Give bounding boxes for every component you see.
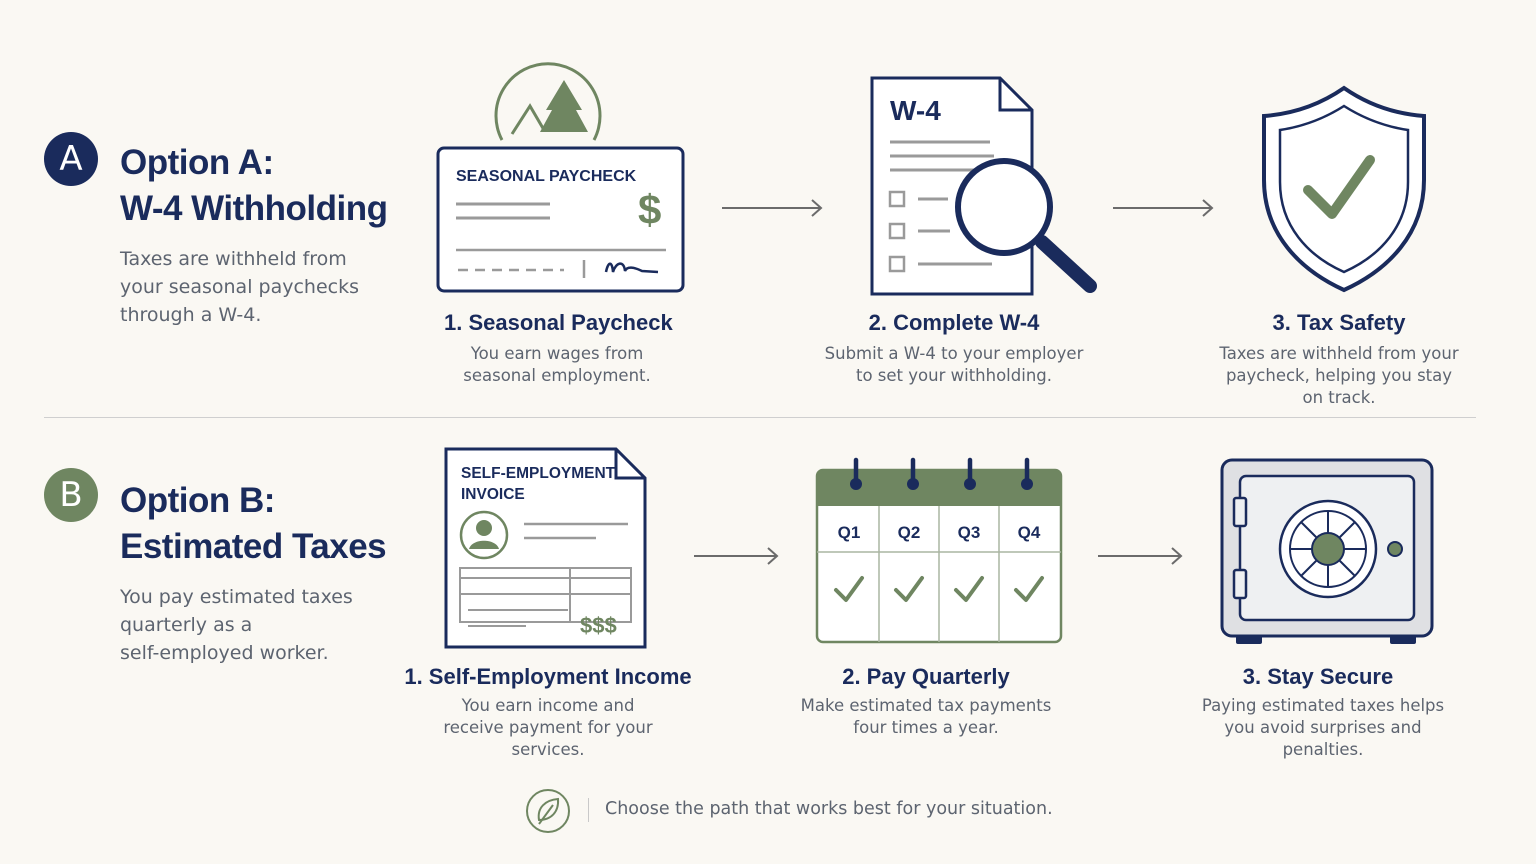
b-step3-description: Paying estimated taxes helps you avoid s… <box>1196 695 1450 761</box>
option-b-description: You pay estimated taxes quarterly as a s… <box>120 583 380 667</box>
a-step2-desc-line2: to set your withholding. <box>856 366 1052 385</box>
arrow-a2-icon <box>1113 199 1214 217</box>
a-step3-desc-line3: on track. <box>1302 388 1376 407</box>
paycheck-card-label: SEASONAL PAYCHECK <box>456 168 637 185</box>
invoice-label-line2: INVOICE <box>461 486 525 503</box>
option-b-badge: B <box>44 468 98 522</box>
leaf-icon <box>526 789 570 833</box>
option-b-desc-line1: You pay estimated taxes <box>120 586 353 608</box>
paycheck-dollar-symbol: $ <box>638 186 661 233</box>
b-step2-title: 2. Pay Quarterly <box>842 664 1010 689</box>
footer-separator <box>588 798 589 822</box>
arrow-b1-icon <box>694 547 779 565</box>
w4-magnifier-icon: W-4 <box>870 76 1097 296</box>
b-step3-desc-line1: Paying estimated taxes helps <box>1201 696 1445 715</box>
calendar-icon: Q1 Q2 Q3 Q4 <box>815 457 1063 644</box>
quarter-q4-label: Q4 <box>1018 523 1041 542</box>
quarter-q1-label: Q1 <box>838 523 861 542</box>
option-a-desc-line3: through a W-4. <box>120 304 262 326</box>
section-divider <box>44 417 1476 418</box>
option-b-desc-line3: self-employed worker. <box>120 642 329 664</box>
b-step1-desc-line1: You earn income and <box>461 696 635 715</box>
b-step1-title: 1. Self-Employment Income <box>404 664 692 689</box>
b-step2-desc-line1: Make estimated tax payments <box>800 696 1052 715</box>
option-a-desc-line1: Taxes are withheld from <box>120 248 347 270</box>
invoice-amount: $$$ <box>580 613 617 638</box>
a-step2-description: Submit a W-4 to your employer to set you… <box>816 343 1092 387</box>
shield-check-icon <box>1262 85 1426 293</box>
safe-icon <box>1220 458 1434 644</box>
a-step2-title: 2. Complete W-4 <box>868 310 1040 335</box>
option-a-desc-line2: your seasonal paychecks <box>120 276 359 298</box>
b-step2-desc-line2: four times a year. <box>853 718 999 737</box>
a-step1-title: 1. Seasonal Paycheck <box>444 310 673 335</box>
arrow-b2-icon <box>1098 547 1183 565</box>
option-a-title-line2: W-4 Withholding <box>120 189 388 228</box>
invoice-icon: SELF-EMPLOYMENT INVOICE $$$ <box>444 447 647 649</box>
a-step3-desc-line2: paycheck, helping you stay <box>1225 366 1453 385</box>
a-step3-title: 3. Tax Safety <box>1272 310 1406 335</box>
b-step3-desc-line2: you avoid surprises and <box>1224 718 1422 737</box>
option-b-title-line2: Estimated Taxes <box>120 527 387 566</box>
option-b-desc-line2: quarterly as a <box>120 614 253 636</box>
option-a-title-line1: Option A: <box>120 143 274 182</box>
b-step2-description: Make estimated tax payments four times a… <box>790 695 1062 739</box>
invoice-label-line1: SELF-EMPLOYMENT <box>461 465 616 482</box>
b-step1-desc-line2: receive payment for your <box>443 718 653 737</box>
quarter-q2-label: Q2 <box>898 523 921 542</box>
quarter-q3-label: Q3 <box>958 523 981 542</box>
option-a-badge: A <box>44 132 98 186</box>
b-step3-title: 3. Stay Secure <box>1242 664 1394 689</box>
a-step1-description: You earn wages from seasonal employment. <box>430 343 684 387</box>
a-step1-desc-line1: You earn wages from <box>470 344 644 363</box>
b-step1-description: You earn income and receive payment for … <box>418 695 678 761</box>
b-step3-desc-line3: penalties. <box>1282 740 1364 759</box>
option-b-title-line1: Option B: <box>120 481 275 520</box>
w4-form-label: W-4 <box>890 95 941 126</box>
b-step1-desc-line3: services. <box>511 740 585 759</box>
paycheck-icon: SEASONAL PAYCHECK $ <box>436 62 685 293</box>
arrow-a1-icon <box>722 199 823 217</box>
option-a-description: Taxes are withheld from your seasonal pa… <box>120 245 380 329</box>
a-step1-desc-line2: seasonal employment. <box>463 366 651 385</box>
footer-text: Choose the path that works best for your… <box>605 799 1053 819</box>
a-step2-desc-line1: Submit a W-4 to your employer <box>824 344 1084 363</box>
a-step3-desc-line1: Taxes are withheld from your <box>1219 344 1459 363</box>
a-step3-description: Taxes are withheld from your paycheck, h… <box>1214 343 1464 409</box>
